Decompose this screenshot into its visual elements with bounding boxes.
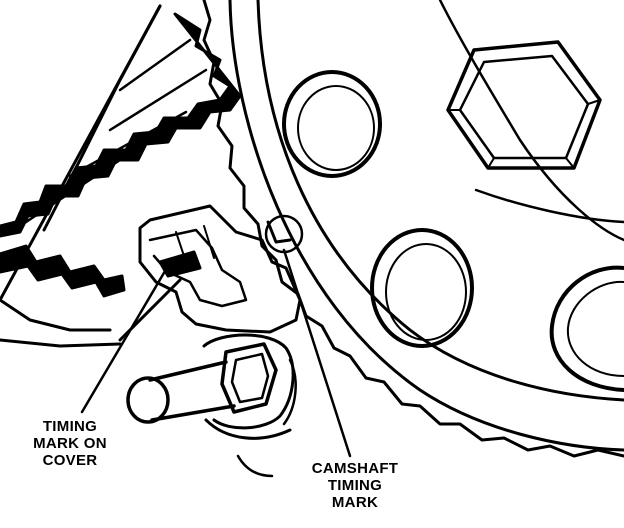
belt-inner-edge	[0, 298, 112, 332]
label-cover-line-2: MARK ON	[33, 435, 107, 452]
mount-boss-arc-2	[236, 454, 274, 478]
bolt-hex-inner	[458, 54, 590, 160]
camshaft-sprocket	[202, 0, 624, 458]
sprocket-holes	[282, 70, 624, 392]
washer	[202, 333, 295, 430]
belt-teeth	[0, 12, 242, 238]
hole-middle-inner	[385, 243, 467, 341]
leader-cover-mark	[80, 264, 170, 414]
leader-camshaft-mark	[282, 248, 352, 458]
bolt-flat-lines	[447, 99, 601, 169]
cover-curve	[118, 278, 182, 342]
label-camshaft-line-3: MARK	[331, 494, 379, 511]
nut-face	[230, 352, 270, 404]
sprocket-hub-arc	[438, 0, 624, 242]
cover-timing-pointer	[158, 250, 202, 278]
belt-lower-edge	[0, 338, 122, 348]
label-camshaft-timing-mark: CAMSHAFT TIMING MARK	[290, 460, 420, 511]
hole-top	[282, 70, 382, 178]
stud-shaft	[148, 360, 236, 422]
center-bolt	[446, 40, 602, 170]
belt-teeth-lower	[0, 244, 126, 298]
sprocket-inner-arc	[256, 0, 624, 402]
sprocket-hub-arc-2	[474, 188, 624, 224]
bolt-hex-outer	[446, 40, 602, 170]
cover-bracket	[138, 204, 302, 334]
mount-boss-arc	[204, 418, 292, 440]
washer-rim	[282, 358, 297, 426]
label-timing-mark-on-cover: TIMING MARK ON COVER	[10, 418, 130, 469]
nut-body	[220, 342, 278, 414]
stud-end	[126, 376, 170, 424]
bracket-inner	[148, 228, 248, 308]
hole-right	[549, 265, 624, 392]
bracket-outline	[138, 204, 302, 334]
label-camshaft-line-1: CAMSHAFT	[311, 460, 399, 477]
timing-belt	[0, 4, 242, 348]
label-camshaft-line-2: TIMING	[327, 477, 383, 494]
cover-edge	[42, 4, 162, 232]
label-cover-line-3: COVER	[42, 452, 98, 469]
mounting-stud	[126, 333, 297, 430]
label-cover-line-1: TIMING	[42, 418, 98, 435]
belt-ribs	[18, 38, 208, 228]
hole-right-inner	[566, 280, 624, 377]
sprocket-outer-arc	[228, 0, 624, 452]
camshaft-mark-notch	[266, 220, 292, 244]
hole-top-inner	[297, 85, 375, 171]
bracket-detail	[175, 225, 215, 263]
hole-middle	[370, 228, 474, 348]
